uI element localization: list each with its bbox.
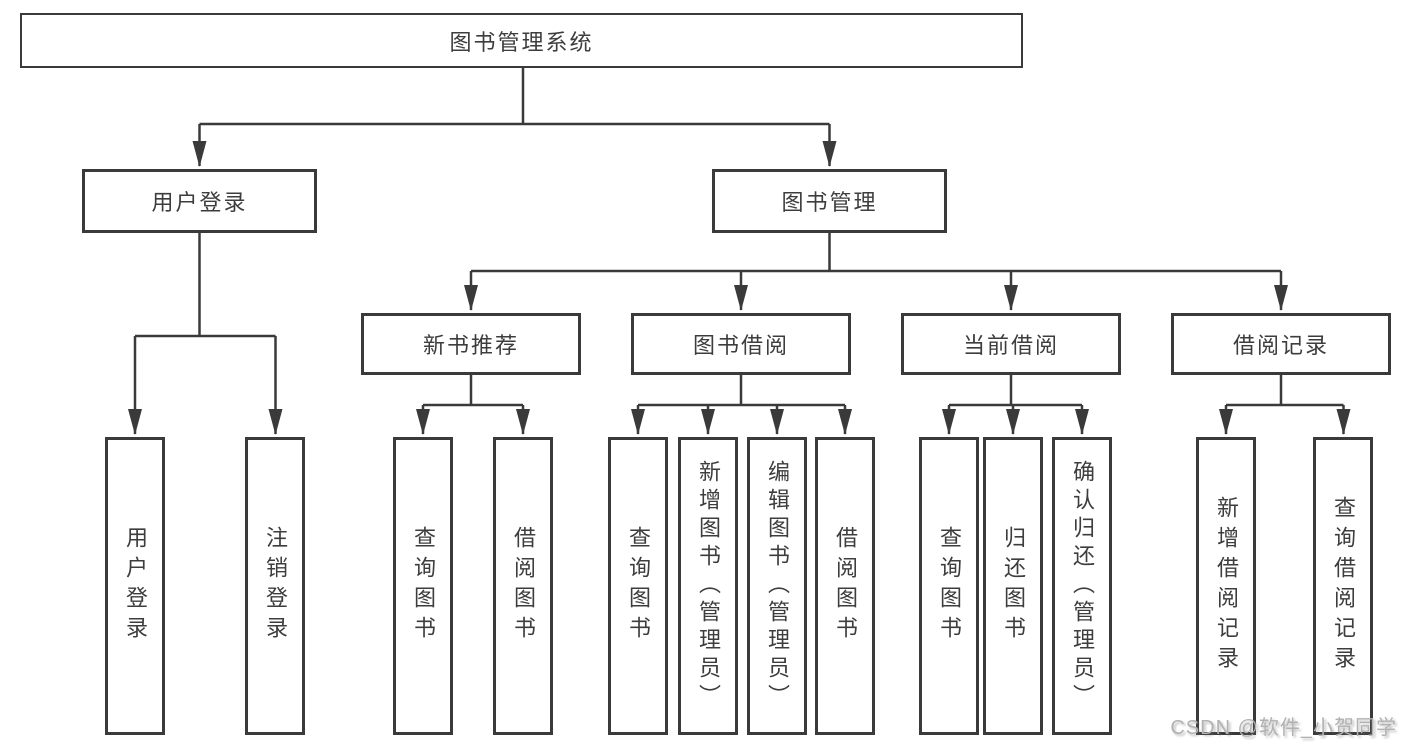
connector-root-trunk [199, 68, 830, 126]
leaf-confirm-return-admin-label: 确认归还（管理员） [1070, 460, 1095, 712]
node-current-borrow: 当前借阅 [901, 313, 1121, 375]
node-new-book-recommend: 新书推荐 [361, 313, 581, 375]
leaf-logout-label: 注销登录 [263, 526, 288, 646]
node-root-label: 图书管理系统 [449, 29, 594, 55]
connector-user-login-trunk [135, 233, 276, 338]
csdn-watermark: CSDN @软件_小贺同学 [1170, 717, 1397, 739]
leaf-add-book-admin: 新增图书（管理员） [678, 437, 738, 735]
leaf-query-book-borrow: 查询图书 [608, 437, 668, 735]
connector-record-trunk [1226, 375, 1344, 407]
leaf-return-book-label: 归还图书 [1001, 526, 1026, 646]
connector-current-trunk [949, 375, 1082, 407]
leaf-query-book-recommend-label: 查询图书 [411, 526, 436, 646]
node-book-borrow: 图书借阅 [631, 313, 851, 375]
node-borrow-record-label: 借阅记录 [1232, 333, 1329, 358]
leaf-query-book-recommend: 查询图书 [393, 437, 453, 735]
node-user-login: 用户登录 [82, 169, 317, 233]
node-root: 图书管理系统 [20, 13, 1023, 68]
node-user-login-label: 用户登录 [151, 190, 248, 215]
connector-borrow-trunk [638, 375, 845, 407]
leaf-query-book-borrow-label: 查询图书 [626, 526, 651, 646]
node-book-management-label: 图书管理 [781, 190, 878, 215]
node-borrow-record: 借阅记录 [1171, 313, 1391, 375]
leaf-query-book-current: 查询图书 [919, 437, 979, 735]
connector-book-management-trunk [471, 233, 1281, 273]
node-current-borrow-label: 当前借阅 [962, 333, 1059, 358]
leaf-edit-book-admin: 编辑图书（管理员） [747, 437, 807, 735]
leaf-return-book: 归还图书 [983, 437, 1043, 735]
leaf-add-book-admin-label: 新增图书（管理员） [696, 460, 721, 712]
leaf-logout: 注销登录 [245, 437, 305, 735]
leaf-user-login-label: 用户登录 [123, 526, 148, 646]
leaf-add-borrow-record: 新增借阅记录 [1196, 437, 1256, 735]
leaf-confirm-return-admin: 确认归还（管理员） [1052, 437, 1112, 735]
leaf-query-borrow-record: 查询借阅记录 [1313, 437, 1373, 735]
connector-recommend-trunk [423, 375, 523, 407]
leaf-borrow-book-recommend: 借阅图书 [493, 437, 553, 735]
leaf-query-borrow-record-label: 查询借阅记录 [1331, 496, 1356, 676]
node-book-borrow-label: 图书借阅 [692, 333, 789, 358]
leaf-query-book-current-label: 查询图书 [937, 526, 962, 646]
node-new-book-recommend-label: 新书推荐 [422, 333, 519, 358]
leaf-edit-book-admin-label: 编辑图书（管理员） [765, 460, 790, 712]
leaf-user-login: 用户登录 [105, 437, 165, 735]
leaf-borrow-book-borrow: 借阅图书 [815, 437, 875, 735]
node-book-management: 图书管理 [712, 169, 947, 233]
leaf-borrow-book-borrow-label: 借阅图书 [833, 526, 858, 646]
leaf-add-borrow-record-label: 新增借阅记录 [1214, 496, 1239, 676]
leaf-borrow-book-recommend-label: 借阅图书 [511, 526, 536, 646]
